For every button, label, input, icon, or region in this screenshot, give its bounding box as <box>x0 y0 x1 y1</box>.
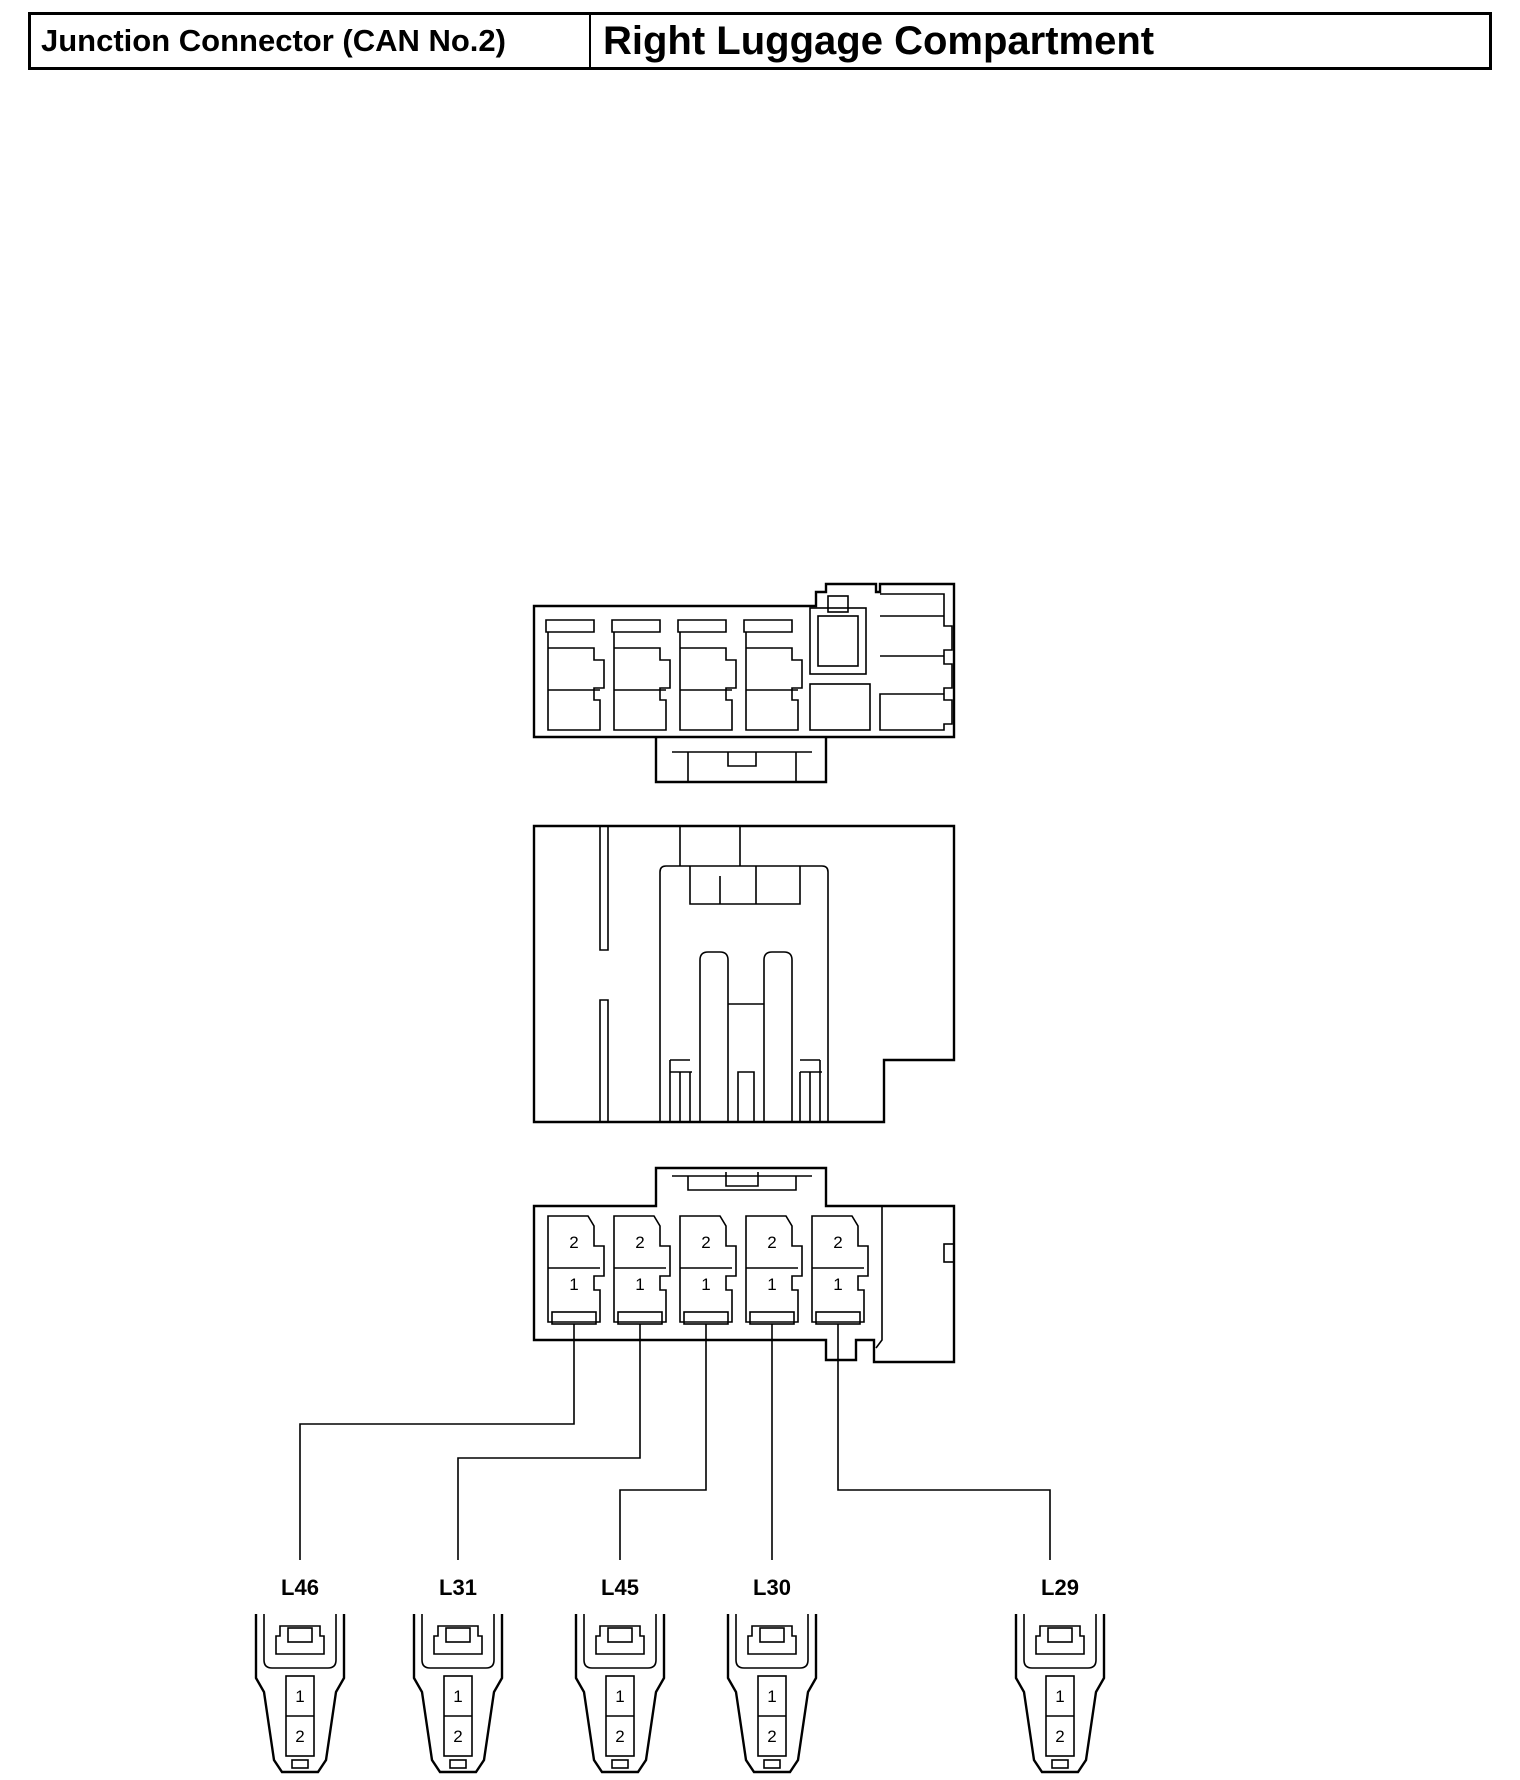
connector-label: L30 <box>753 1575 791 1600</box>
pin-number: 2 <box>833 1233 842 1252</box>
pin-number: 1 <box>767 1275 776 1294</box>
wire-l31 <box>457 1324 641 1560</box>
pin-number: 2 <box>1055 1727 1064 1746</box>
pin-number: 1 <box>615 1687 624 1706</box>
connector-header: Junction Connector (CAN No.2) Right Lugg… <box>28 12 1492 70</box>
branch-connector-l29: L29 1 2 <box>1014 1575 1106 1774</box>
pin-number: 1 <box>635 1275 644 1294</box>
wire-l29 <box>837 1324 1051 1560</box>
pin-number: 1 <box>1055 1687 1064 1706</box>
pin-number: 1 <box>767 1687 776 1706</box>
pin-number: 1 <box>453 1687 462 1706</box>
branch-connector-l46: L46 1 2 <box>254 1575 346 1774</box>
location-cell: Right Luggage Compartment <box>591 15 1489 67</box>
pin-number: 2 <box>635 1233 644 1252</box>
branch-connector-l31: L31 1 2 <box>412 1575 504 1774</box>
connector-label: L29 <box>1041 1575 1079 1600</box>
connector-top-face <box>532 582 956 784</box>
junction-connector-face: 2 1 2 1 2 1 2 1 2 1 <box>532 1166 956 1364</box>
pin-number: 2 <box>453 1727 462 1746</box>
wire-l45 <box>619 1324 707 1560</box>
connector-name: Junction Connector (CAN No.2) <box>41 23 506 58</box>
pin-number: 1 <box>701 1275 710 1294</box>
wire-l46 <box>299 1324 575 1560</box>
pin-number: 1 <box>295 1687 304 1706</box>
branch-connector-l45: L45 1 2 <box>574 1575 666 1774</box>
connector-label: L46 <box>281 1575 319 1600</box>
connector-label: L31 <box>439 1575 477 1600</box>
connector-label: L45 <box>601 1575 639 1600</box>
connector-name-cell: Junction Connector (CAN No.2) <box>31 15 591 67</box>
junction-pin-numbers: 2 1 2 1 2 1 2 1 2 1 <box>569 1233 842 1294</box>
pin-number: 2 <box>767 1233 776 1252</box>
pin-number: 1 <box>833 1275 842 1294</box>
pin-number: 2 <box>295 1727 304 1746</box>
pin-number: 1 <box>569 1275 578 1294</box>
pin-number: 2 <box>767 1727 776 1746</box>
pin-number: 2 <box>569 1233 578 1252</box>
connector-location: Right Luggage Compartment <box>603 18 1155 63</box>
wire-routes <box>299 1324 1051 1560</box>
pin-number: 2 <box>701 1233 710 1252</box>
connector-side-profile <box>532 824 956 1124</box>
branch-connector-l30: L30 1 2 <box>726 1575 818 1774</box>
pin-number: 2 <box>615 1727 624 1746</box>
